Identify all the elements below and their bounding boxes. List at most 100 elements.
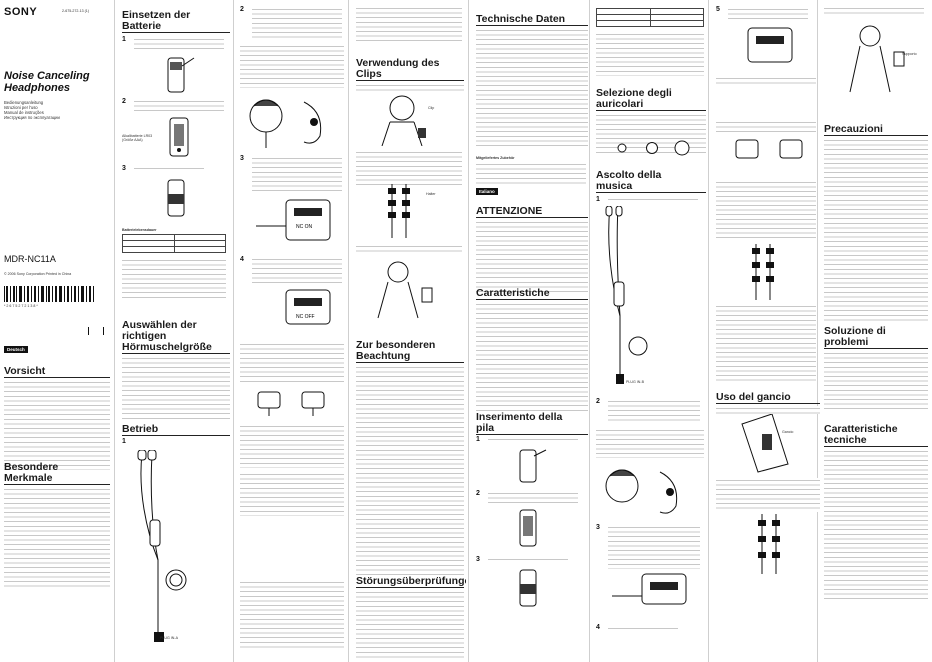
spec-text-placeholder bbox=[824, 449, 928, 599]
heading-rule bbox=[356, 362, 464, 363]
language-list: Bedienungsanleitung Istruzioni per l'uso… bbox=[4, 100, 60, 120]
step-text bbox=[252, 7, 342, 39]
body-text-placeholder bbox=[356, 590, 464, 660]
heading-rule bbox=[596, 192, 706, 193]
heading-rule bbox=[476, 299, 588, 300]
holder-label: Halter bbox=[426, 192, 436, 196]
nc-switch-label: NC OFF bbox=[296, 314, 315, 320]
step-text bbox=[608, 626, 678, 631]
column-separator bbox=[589, 0, 590, 662]
heading-rule bbox=[824, 446, 928, 447]
battery-close-illustration bbox=[167, 179, 185, 217]
barcode-number: *2675272138* bbox=[4, 304, 39, 308]
plug-label: PLUG IN-A bbox=[160, 636, 178, 640]
section-heading: Caratteristiche bbox=[476, 287, 550, 299]
body-text-placeholder bbox=[122, 258, 226, 298]
body-text-placeholder bbox=[240, 44, 344, 88]
heading-rule bbox=[716, 403, 820, 404]
heading-rule bbox=[4, 377, 110, 378]
heading-rule bbox=[476, 25, 588, 26]
heading-rule bbox=[476, 217, 588, 218]
section-heading: Störungsüberprüfungen bbox=[356, 575, 466, 587]
step-number: 3 bbox=[122, 165, 126, 172]
wearing-earbuds-illustration bbox=[605, 469, 678, 514]
body-text-placeholder bbox=[476, 302, 588, 414]
holder-attach-illustration bbox=[377, 261, 433, 319]
cover-column: SONY 2-675-272-13 (1) Noise Canceling He… bbox=[0, 0, 112, 662]
language-tag: Italiano bbox=[476, 188, 498, 195]
step-number: 4 bbox=[596, 624, 600, 631]
language-item: Istruzioni per l'uso bbox=[4, 105, 38, 110]
holder-illustration bbox=[849, 25, 905, 93]
step-text bbox=[134, 37, 224, 49]
column-7: 5 Uso del gancio Gancio bbox=[712, 0, 822, 662]
step-text bbox=[252, 257, 342, 285]
listening-connection-illustration bbox=[605, 206, 648, 384]
spec-text-placeholder bbox=[476, 28, 588, 148]
nc-switch-label: NC ON bbox=[296, 224, 313, 230]
body-text-placeholder bbox=[356, 6, 462, 42]
body-text-placeholder bbox=[356, 150, 462, 186]
divider-mark bbox=[88, 327, 104, 335]
battery-cover-illustration bbox=[519, 449, 547, 483]
headphone-operation-illustration bbox=[137, 450, 187, 642]
heading-rule bbox=[122, 435, 230, 436]
holder-attach-illustration bbox=[758, 514, 780, 574]
product-title-line: Headphones bbox=[4, 82, 71, 94]
step-text bbox=[488, 557, 568, 562]
body-text-placeholder bbox=[596, 32, 704, 76]
body-text-placeholder bbox=[716, 180, 816, 240]
body-text-placeholder bbox=[240, 342, 344, 384]
step-text bbox=[134, 166, 204, 172]
section-heading: ATTENZIONE bbox=[476, 205, 543, 217]
language-tag: Deutsch bbox=[4, 346, 28, 353]
body-text-placeholder bbox=[4, 487, 110, 587]
section-betrieb: Betrieb bbox=[122, 424, 230, 438]
body-text-placeholder bbox=[476, 162, 586, 186]
clip-label: Clip bbox=[428, 106, 435, 110]
step-number: 3 bbox=[240, 155, 244, 162]
battery-life-table bbox=[122, 234, 226, 253]
heading-rule bbox=[596, 110, 706, 111]
section-vorsicht: Vorsicht bbox=[4, 366, 110, 470]
column-separator bbox=[817, 0, 818, 662]
battery-life-table bbox=[596, 8, 704, 27]
section-heading: Vorsicht bbox=[4, 365, 46, 377]
hook-label: Gancio bbox=[782, 430, 794, 434]
section-heading: Precauzioni bbox=[824, 123, 883, 135]
step-number: 5 bbox=[716, 6, 720, 13]
holder-illustration bbox=[752, 244, 774, 300]
accessories-heading: Mitgeliefertes Zubehör bbox=[476, 156, 515, 160]
body-text-placeholder bbox=[716, 120, 816, 134]
step-text bbox=[608, 197, 698, 202]
step-number: 1 bbox=[122, 36, 126, 43]
body-text-placeholder bbox=[4, 380, 110, 470]
language-item: Bedienungsanleitung bbox=[4, 100, 44, 105]
heading-rule bbox=[122, 32, 230, 33]
barcode bbox=[4, 286, 94, 302]
body-text-placeholder bbox=[122, 356, 230, 420]
model-number: MDR-NC11A bbox=[4, 254, 56, 264]
plug-adaptor-illustration bbox=[257, 391, 325, 416]
body-text-placeholder bbox=[240, 424, 344, 468]
column-separator bbox=[348, 0, 349, 662]
support-label: Supporto bbox=[902, 52, 917, 56]
step-number: 4 bbox=[240, 256, 244, 263]
heading-rule bbox=[356, 587, 464, 588]
holder-illustration bbox=[388, 184, 410, 238]
body-text-placeholder bbox=[824, 138, 928, 322]
language-item: Инструкция по эксплуатации bbox=[4, 115, 60, 120]
